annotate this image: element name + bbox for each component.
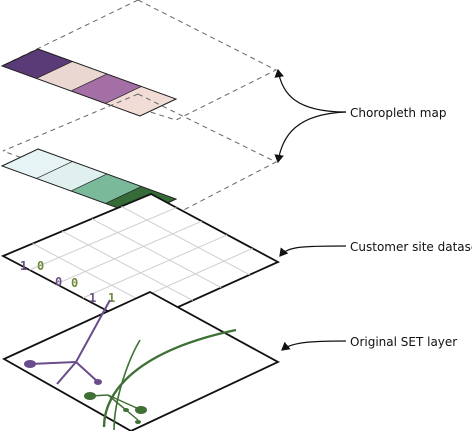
green-node — [84, 392, 96, 400]
choropleth-label: Choropleth map — [350, 106, 446, 120]
customer-site-label: Customer site dataset — [350, 240, 472, 254]
grid-digit: 0 — [37, 259, 44, 273]
green-node — [123, 408, 129, 412]
purple-network — [24, 299, 111, 385]
grid-digit: 1 — [20, 259, 27, 273]
grid-line — [91, 218, 222, 289]
choropleth-arrow-lower — [274, 111, 347, 164]
grid-line — [121, 205, 250, 276]
grid-line — [29, 207, 177, 271]
original-set-layer — [2, 290, 280, 431]
grid-digit: 0 — [55, 275, 62, 289]
original-set-label: Original SET layer — [350, 335, 457, 349]
choropleth-arrow-upper — [274, 68, 347, 113]
green-node — [135, 420, 141, 424]
customer-arrow — [279, 245, 347, 257]
customer-site-grid-layer: 10001103 — [0, 193, 281, 328]
purple-cell-outline — [0, 48, 178, 117]
purple-choropleth-row — [0, 48, 178, 117]
grid-digit: 0 — [71, 276, 78, 290]
purple-node — [24, 360, 36, 368]
grid-line — [82, 234, 228, 299]
green-dashed-frame — [2, 93, 278, 215]
arrows — [274, 68, 347, 351]
grid-digit: 1 — [89, 291, 96, 305]
green-node — [135, 406, 147, 414]
choropleth-dashed-frame — [1, 0, 278, 121]
grid-line — [56, 220, 202, 285]
green-network — [84, 328, 237, 431]
grid-line — [61, 230, 194, 301]
grid-digit: 1 — [108, 291, 115, 305]
original-arrow — [281, 340, 347, 351]
purple-node — [94, 379, 102, 385]
grid-lines — [29, 205, 253, 314]
